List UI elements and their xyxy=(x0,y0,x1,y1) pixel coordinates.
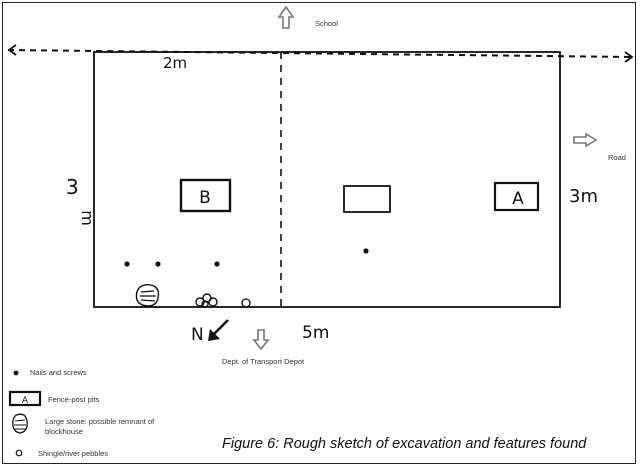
legend-large-stone-icon xyxy=(12,413,28,434)
legend-large-stone-text-1: Large stone: possible remnant of xyxy=(45,417,155,426)
legend-nail-icon xyxy=(13,370,19,376)
legend-pit-glyph: A xyxy=(22,396,29,406)
figure-caption: Figure 6: Rough sketch of excavation and… xyxy=(222,436,587,452)
nail-marker xyxy=(124,261,130,267)
dim-left-unit: m xyxy=(78,210,97,226)
school-arrow-icon xyxy=(277,5,295,29)
fence-post-pit-middle xyxy=(343,185,391,213)
legend-fence-pit-icon: A xyxy=(8,390,42,407)
legend-fence-pits-text: Fence-post pits xyxy=(48,395,100,404)
dim-top-label: 2m xyxy=(163,54,187,72)
boundary-arrow-right-icon xyxy=(624,51,634,63)
pit-b-label: B xyxy=(199,188,211,208)
pebble-icon xyxy=(241,298,251,308)
boundary-line xyxy=(7,49,633,58)
legend-nails-text: Nails and screws xyxy=(30,368,87,377)
figure-frame xyxy=(2,2,636,464)
north-arrow-icon xyxy=(208,319,229,341)
legend-large-stone-text-2: blockhouse xyxy=(45,427,83,436)
dim-right-label: 3m xyxy=(569,186,598,207)
fence-post-pit-b: B xyxy=(179,178,232,213)
excavation-area xyxy=(93,51,561,308)
dim-left-number: 3 xyxy=(66,175,79,199)
boundary-arrow-left-icon xyxy=(7,44,17,56)
nail-marker xyxy=(155,261,161,267)
road-label: Road xyxy=(608,153,626,162)
pebbles-cluster-icon xyxy=(195,293,218,308)
depot-label: Dept. of Transport Depot xyxy=(222,357,305,366)
nail-marker xyxy=(214,261,220,267)
legend-pebble-icon xyxy=(15,449,23,457)
fence-post-pit-a: A xyxy=(493,181,540,212)
pit-a-label: A xyxy=(512,189,524,209)
legend-shingle-text: Shingle/river pebbles xyxy=(38,449,109,458)
depot-arrow-icon xyxy=(252,329,270,351)
north-label: N xyxy=(191,325,204,345)
dim-bottom-label: 5m xyxy=(302,323,329,343)
school-label: School xyxy=(315,19,338,28)
road-arrow-icon xyxy=(573,132,598,148)
nail-marker xyxy=(363,248,369,254)
large-stone-icon xyxy=(135,284,160,307)
